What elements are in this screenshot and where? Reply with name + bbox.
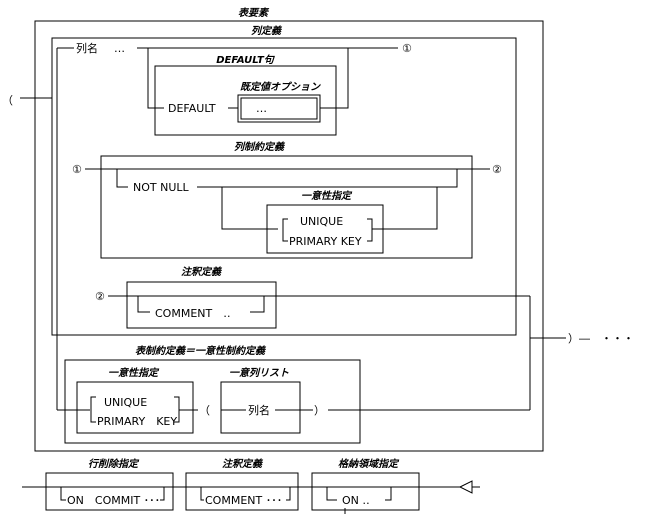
open-paren: （ (2, 94, 13, 107)
not-null-keyword: NOT NULL (133, 181, 190, 194)
list-open-paren: （ (199, 404, 210, 417)
not-null-branch-left (116, 169, 128, 188)
table-constraint-title: 表制約定義＝一意性制約定義 (135, 345, 267, 357)
connector-1-in: ① (72, 163, 82, 176)
comment-definition-box (126, 281, 277, 329)
unique-branch-right (372, 187, 438, 230)
default-branch-line (147, 48, 164, 109)
unique-choice-right-bracket (367, 218, 373, 242)
default-value-ellipsis: … (256, 102, 267, 115)
unique-choice-left-bracket (282, 218, 288, 242)
primary-key-keyword: PRIMARY KEY (289, 235, 362, 248)
default-rejoin-line (320, 48, 349, 109)
arrow-head-icon (458, 480, 473, 494)
on-keyword: ON ‥ (342, 494, 370, 507)
row-delete-box (45, 472, 174, 511)
column-name-label: 列名 (76, 41, 98, 55)
comment-branch-left (137, 296, 150, 313)
unique2-left-bracket (90, 396, 96, 423)
default-clause-title: DEFAULT句 (216, 54, 276, 66)
not-null-branch-right (197, 169, 458, 188)
row-delete-branch-left (60, 487, 66, 501)
table-constraint-box (64, 359, 361, 444)
default-value-option-title: 既定値オプション (240, 81, 321, 93)
comment-branch-right (250, 296, 265, 313)
storage-area-title: 格納領域指定 (338, 458, 400, 470)
comment-definition-title: 注釈定義 (181, 266, 223, 278)
comment-def-2-title: 注釈定義 (222, 458, 264, 470)
unique-spec-2-box (76, 381, 194, 434)
list-column-name: 列名 (248, 403, 270, 417)
unique-spec-title: 一意性指定 (301, 190, 353, 202)
connector-2-in: ② (95, 290, 105, 303)
connector-1-out: ① (402, 42, 412, 55)
column-definition-box (51, 37, 517, 336)
storage-branch-left (326, 487, 337, 501)
comment-keyword: COMMENT ‥ (155, 307, 231, 320)
unique-keyword: UNIQUE (300, 215, 343, 228)
storage-area-box (311, 472, 420, 511)
column-constraint-box (100, 155, 473, 259)
unique-branch-left (221, 187, 278, 230)
table-element-box (34, 20, 544, 452)
comment2-branch-right (286, 487, 291, 501)
unique-column-list-title: 一意列リスト (229, 367, 289, 379)
connector-2-out: ② (492, 163, 502, 176)
comment2-branch-left (200, 487, 204, 501)
comment-2-keyword: COMMENT ･･･ (205, 494, 282, 507)
default-value-outer-box (237, 94, 321, 123)
table-element-title: 表要素 (238, 7, 270, 19)
column-constraint-title: 列制約定義 (234, 141, 286, 153)
comment-def-2-box (185, 472, 299, 511)
unique-column-list-box (220, 381, 301, 434)
unique-spec-2-title: 一意性指定 (108, 367, 160, 379)
default-clause-box (154, 65, 337, 136)
primary-key-2-keyword: PRIMARY KEY (97, 415, 177, 428)
row-delete-branch-right (160, 487, 165, 501)
close-paren-continue: ）― ・・・ (568, 332, 634, 345)
column-name-ellipsis: … (114, 42, 125, 55)
default-keyword: DEFAULT (168, 102, 216, 115)
on-commit-keyword: ON COMMIT ･･･ (67, 494, 160, 507)
list-close-paren: ） (314, 404, 325, 417)
row-delete-title: 行削除指定 (88, 458, 140, 470)
storage-branch-right (385, 487, 392, 501)
column-definition-title: 列定義 (251, 25, 283, 37)
unique-2-keyword: UNIQUE (104, 396, 147, 409)
default-value-inner-box (240, 97, 318, 120)
